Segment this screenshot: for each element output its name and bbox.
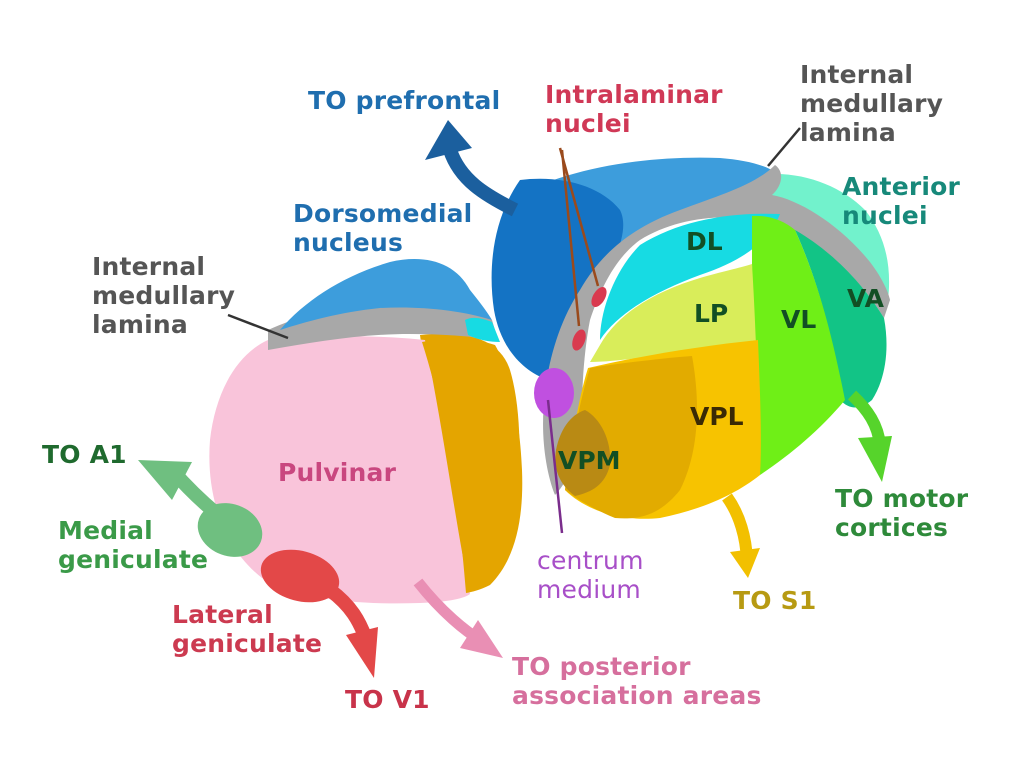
motor-arrow	[847, 390, 892, 482]
label-internal-medullary-lamina-right: Internal medullary lamina	[800, 60, 944, 147]
prefrontal-arrow	[425, 120, 519, 217]
va-region	[795, 230, 887, 408]
lamina-left-pointer	[227, 313, 289, 340]
lp-region	[590, 264, 758, 362]
label-to-motor-cortices: TO motor cortices	[835, 484, 969, 542]
label-medial-geniculate: Medial geniculate	[58, 516, 209, 574]
label-vl: VL	[781, 305, 817, 334]
dl-region	[600, 213, 780, 340]
posterior-block	[209, 259, 523, 604]
vpm-region	[555, 410, 611, 496]
v1-arrow	[325, 584, 378, 678]
intralaminar-pointer-2	[560, 149, 581, 327]
lateral-geniculate-region	[260, 549, 340, 603]
vl-region	[752, 215, 845, 475]
label-anterior-nuclei: Anterior nuclei	[842, 172, 961, 230]
s1-arrow	[722, 493, 760, 578]
label-vpl: VPL	[690, 402, 744, 431]
centrum-medium-region	[534, 368, 574, 418]
label-to-prefrontal: TO prefrontal	[308, 86, 501, 115]
label-to-v1: TO V1	[345, 685, 430, 714]
label-to-posterior-association-areas: TO posterior association areas	[512, 652, 762, 710]
label-vpm: VPM	[558, 446, 621, 475]
centrum-pointer	[546, 399, 564, 534]
lamina-right-pointer	[767, 127, 801, 167]
label-centrum-medium: centrum medium	[537, 546, 644, 604]
dorsomedial-cap-left	[280, 259, 492, 330]
label-intralaminar-nuclei: Intralaminar nuclei	[545, 80, 723, 138]
label-internal-medullary-lamina-left: Internal medullary lamina	[92, 252, 236, 339]
pulvinar-region	[209, 336, 471, 604]
label-to-s1: TO S1	[733, 586, 817, 615]
intralaminar-oval-1	[591, 287, 607, 307]
posterior-arrow	[413, 578, 503, 658]
label-to-a1: TO A1	[42, 440, 127, 469]
lateral-strip-front	[422, 339, 523, 593]
label-dl: DL	[686, 227, 723, 256]
intralaminar-oval-2	[572, 329, 586, 351]
internal-medullary-lamina-right	[543, 165, 890, 495]
label-pulvinar: Pulvinar	[278, 458, 397, 487]
cyan-notch	[465, 317, 500, 342]
label-lateral-geniculate: Lateral geniculate	[172, 600, 323, 658]
anterior-block	[491, 157, 890, 519]
label-lp: LP	[694, 299, 729, 328]
dorsomedial-nucleus-region	[491, 178, 624, 380]
label-dorsomedial-nucleus: Dorsomedial nucleus	[293, 199, 473, 257]
a1-arrow	[138, 460, 223, 521]
label-va: VA	[847, 284, 884, 313]
intralaminar-pointer-1	[558, 147, 600, 287]
